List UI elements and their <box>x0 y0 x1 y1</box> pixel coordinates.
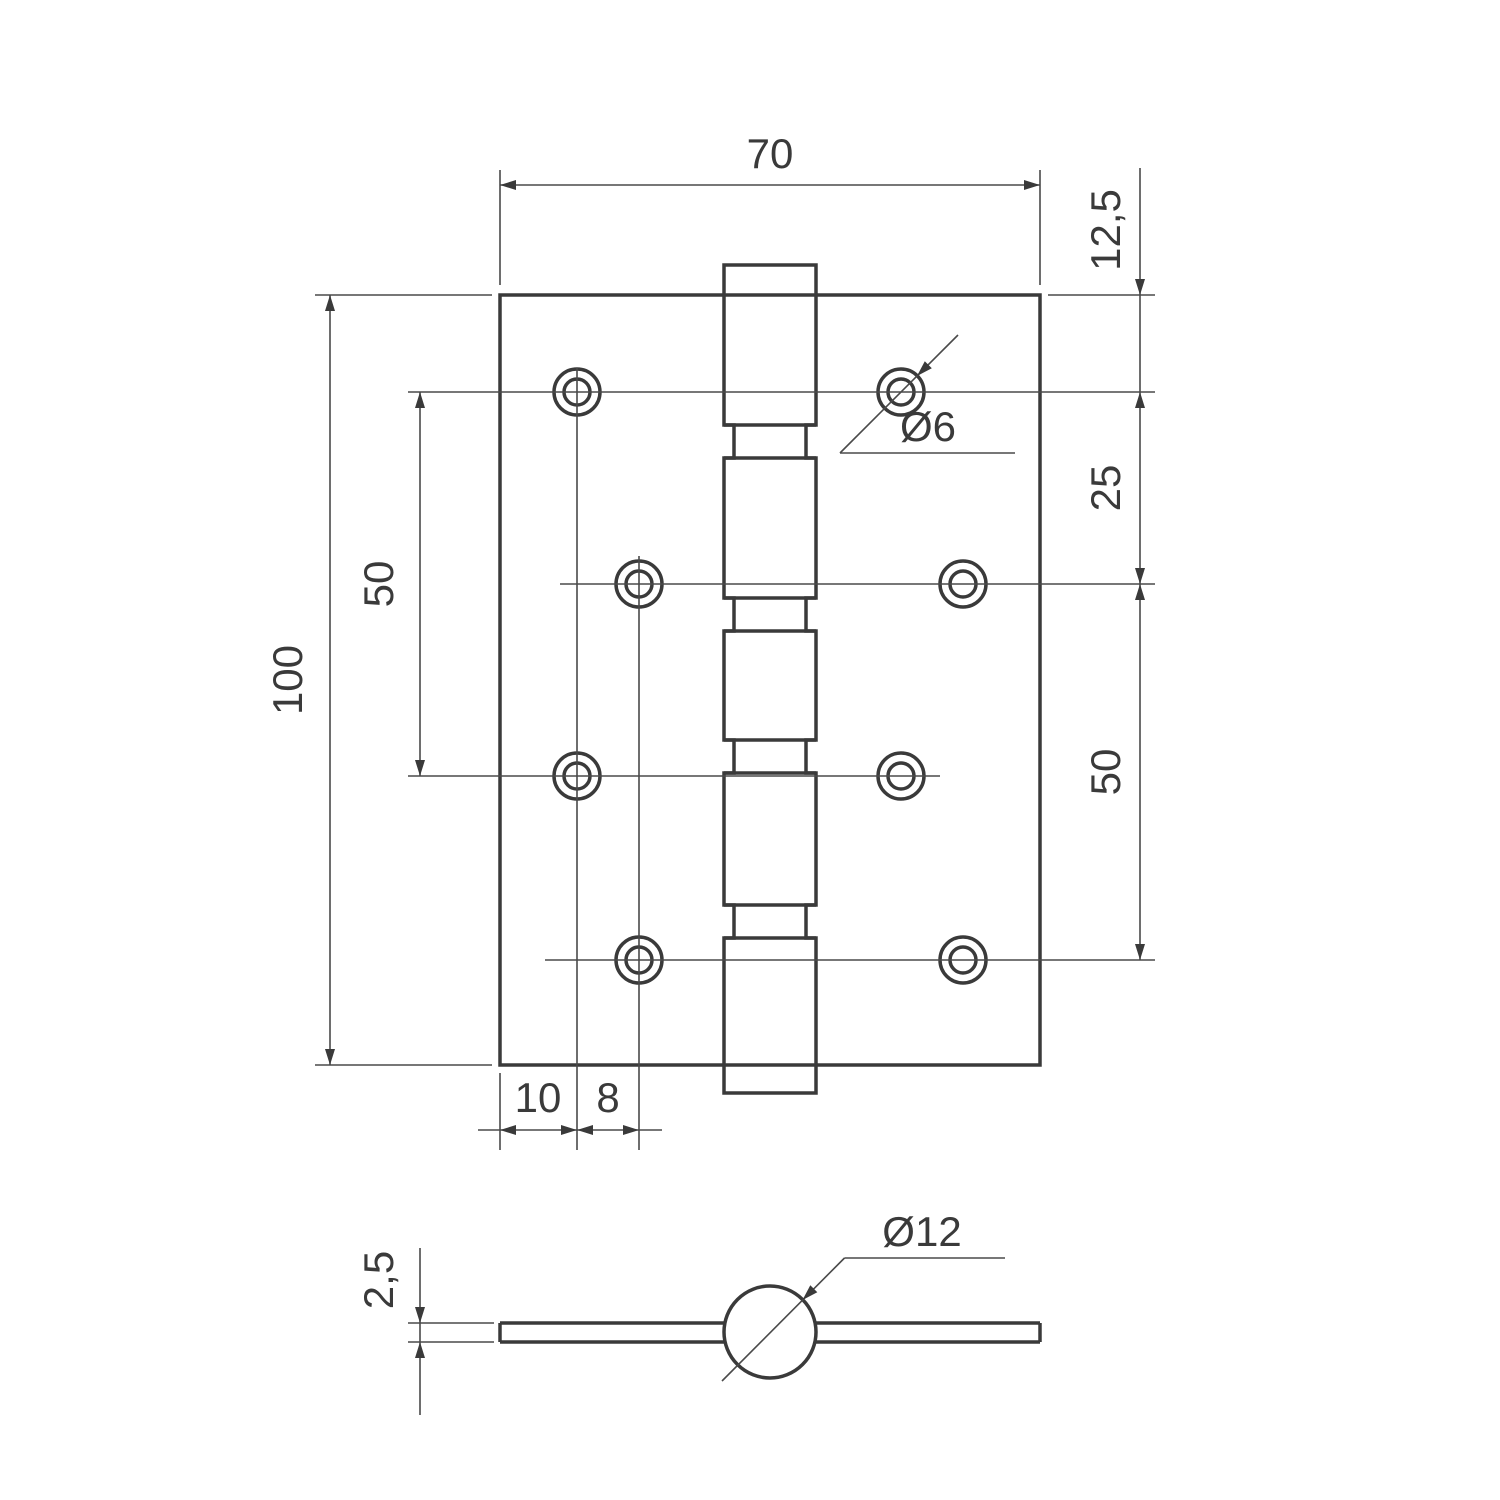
hinge-barrel <box>722 263 818 1095</box>
hole-diameter-label: Ø6 <box>900 403 956 450</box>
centerlines <box>408 368 1155 1150</box>
arrowhead <box>500 180 516 190</box>
side-view: 2,5 Ø12 <box>355 1208 1042 1415</box>
arrowhead <box>500 1125 516 1135</box>
dim-width-label: 70 <box>747 130 794 177</box>
arrowhead <box>325 295 335 311</box>
dim-hole-to-hole-label: 8 <box>596 1074 619 1121</box>
arrowhead <box>1135 944 1145 960</box>
arrowhead <box>415 760 425 776</box>
leader-barrel-diameter: Ø12 <box>721 1208 1005 1382</box>
dim-25-label: 25 <box>1082 465 1129 512</box>
barrel-joint-lines <box>724 293 816 1067</box>
arrowhead <box>1135 392 1145 408</box>
leader-hole-diameter: Ø6 <box>839 334 1015 454</box>
dim-width: 70 <box>499 130 1041 285</box>
dim-thickness-label: 2,5 <box>355 1251 402 1309</box>
arrowhead <box>415 1342 425 1358</box>
arrowhead <box>415 1307 425 1323</box>
front-view <box>408 263 1155 1150</box>
arrowhead <box>623 1125 639 1135</box>
dim-left-hole-span: 50 <box>355 392 425 776</box>
arrowhead <box>1135 568 1145 584</box>
arrowhead <box>802 1285 818 1300</box>
arrowhead <box>1024 180 1040 190</box>
arrowhead <box>1135 279 1145 295</box>
barrel-diameter-label: Ø12 <box>882 1208 961 1255</box>
dim-50-right-label: 50 <box>1082 749 1129 796</box>
dim-bottom-chain: 10 8 <box>478 1074 662 1135</box>
arrowhead <box>1135 584 1145 600</box>
dim-top-offset-label: 12,5 <box>1082 189 1129 271</box>
dim-right-chain: 12,5 25 50 <box>1048 168 1155 960</box>
leader-line <box>721 1257 846 1382</box>
dim-height-label: 100 <box>264 645 311 715</box>
leader-line <box>839 334 959 454</box>
arrowhead <box>325 1049 335 1065</box>
dim-edge-to-hole-label: 10 <box>515 1074 562 1121</box>
arrowhead <box>577 1125 593 1135</box>
arrowhead <box>561 1125 577 1135</box>
dim-left-span-label: 50 <box>355 561 402 608</box>
arrowhead <box>415 392 425 408</box>
dim-height: 100 <box>264 294 492 1066</box>
dimensions-front: 70 100 50 12,5 25 <box>264 130 1155 1135</box>
arrowhead <box>917 361 932 376</box>
dim-thickness: 2,5 <box>355 1248 494 1415</box>
